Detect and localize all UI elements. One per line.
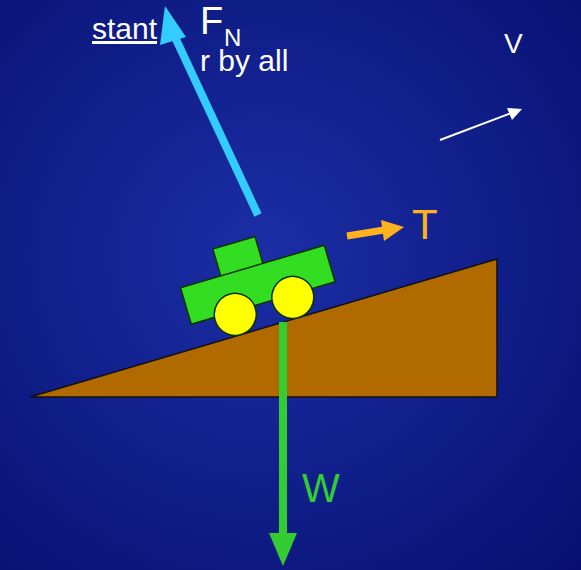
- force-subscript: N: [224, 26, 241, 50]
- slide-text: stant: [92, 14, 157, 44]
- velocity-label: V: [504, 30, 523, 58]
- velocity-arrow: [440, 108, 522, 140]
- slide-text: r by all: [200, 46, 288, 76]
- tension-arrow: [347, 220, 404, 241]
- weight-arrow: [269, 322, 297, 566]
- weight-label: W: [302, 468, 340, 508]
- tension-label: T: [412, 204, 438, 246]
- car: [173, 218, 342, 347]
- force-label: F: [200, 2, 223, 40]
